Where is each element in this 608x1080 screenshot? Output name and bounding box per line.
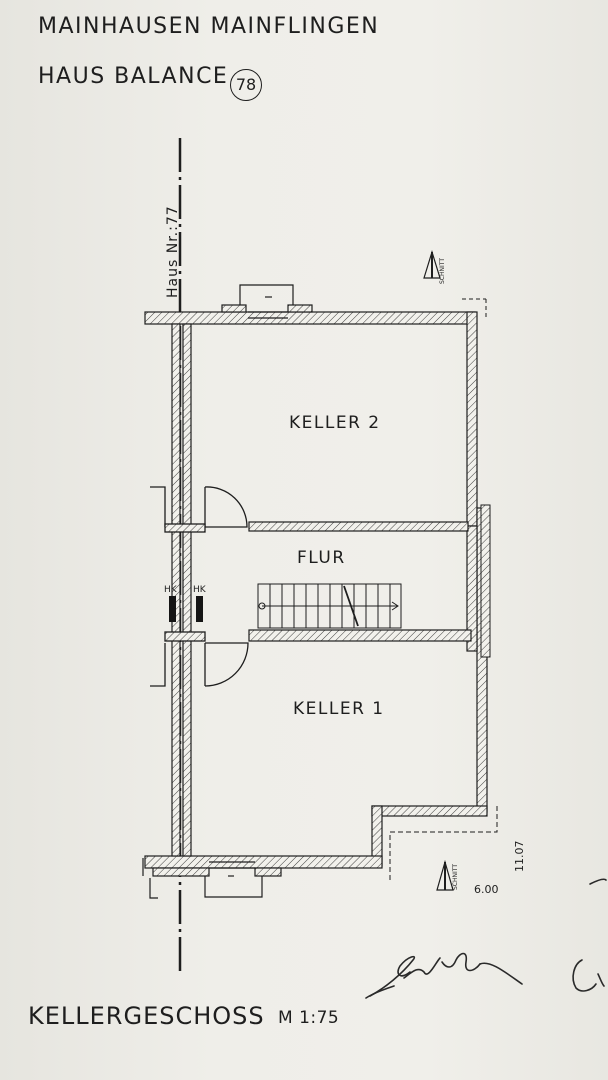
radiator-label-left: HK: [164, 585, 178, 595]
wall-bottom: [144, 855, 383, 869]
house-type-title: HAUS BALANCE: [38, 64, 229, 89]
dimension-b: 11.07: [513, 841, 526, 873]
room-label-keller2: KELLER 2: [289, 413, 381, 433]
section-marker-bottom: SCHNITT: [436, 859, 459, 891]
wall-left-outer: [171, 323, 181, 857]
stair-break: [343, 585, 359, 627]
section-label-top: SCHNITT: [439, 258, 446, 284]
door-lower-left: [150, 643, 166, 687]
neighbor-house-label: Haus Nr.:77: [165, 205, 181, 298]
bottom-right-outline: [389, 805, 498, 880]
outer-walls: [144, 311, 488, 869]
signature-partial: [572, 878, 607, 992]
room-label-keller1: KELLER 1: [293, 699, 385, 719]
wall-right: [466, 311, 478, 527]
floor-title: KELLERGESCHOSS: [28, 1002, 265, 1030]
stair-arrow: [391, 601, 399, 611]
stair-start: [258, 602, 266, 610]
radiator-left: [169, 596, 176, 622]
door-upper-swing: [204, 486, 248, 528]
drawing-scale: M 1:75: [278, 1008, 340, 1028]
section-label-bottom: SCHNITT: [452, 864, 459, 890]
wall-top: [144, 311, 476, 325]
location-title: MAINHAUSEN MAINFLINGEN: [38, 14, 380, 39]
interior-walls: [248, 521, 472, 642]
radiator-label-right: HK: [193, 585, 207, 595]
radiator-right: [196, 596, 203, 622]
doors-party-wall: [150, 486, 249, 687]
wall-right-middle: [466, 525, 478, 652]
wall-bottom-right: [371, 805, 488, 817]
room-label-flur: FLUR: [297, 548, 346, 568]
wall-right-cladding: [480, 504, 491, 658]
signature: [365, 952, 523, 999]
wall-left-inner: [182, 323, 192, 857]
bottom-window: [142, 858, 282, 899]
house-number-badge: 78: [230, 69, 262, 101]
dimension-a: 6.00: [474, 883, 499, 896]
top-window: [221, 284, 313, 319]
door-lower-swing: [204, 642, 249, 687]
wall-keller2-flur: [248, 521, 469, 532]
staircase: [257, 583, 402, 629]
wall-flur-keller1: [248, 629, 472, 642]
section-marker-top: SCHNITT: [423, 249, 446, 284]
radiators: HK HK: [164, 585, 207, 622]
door-upper-left: [150, 486, 166, 527]
